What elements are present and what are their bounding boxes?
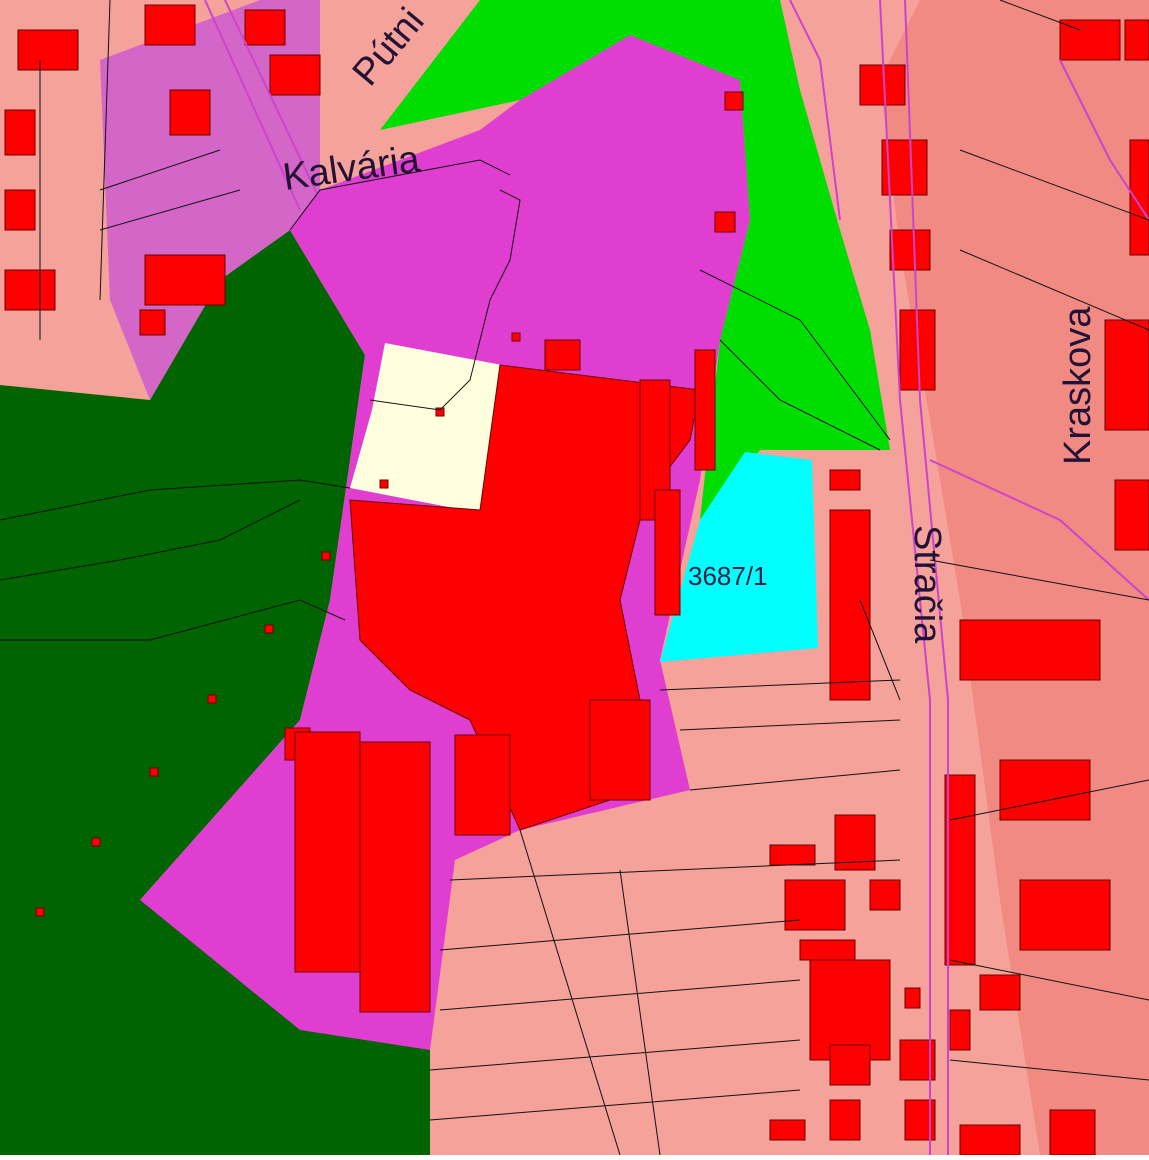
building[interactable]	[829, 469, 861, 491]
building[interactable]	[1049, 1109, 1096, 1156]
small-structure	[379, 479, 389, 489]
building[interactable]	[999, 759, 1091, 821]
building[interactable]	[169, 89, 211, 136]
building[interactable]	[769, 844, 816, 866]
building[interactable]	[904, 987, 921, 1009]
small-structure	[149, 767, 159, 777]
building[interactable]	[269, 54, 321, 96]
building[interactable]	[889, 229, 931, 271]
highlighted-parcel[interactable]	[660, 452, 818, 662]
small-structure	[207, 694, 217, 704]
building[interactable]	[784, 879, 846, 931]
forest-zone	[0, 230, 430, 1155]
street-label-stracia: Stračia	[906, 525, 948, 644]
building[interactable]	[144, 4, 196, 46]
small-structure	[35, 907, 45, 917]
building[interactable]	[959, 619, 1101, 681]
building[interactable]	[949, 1009, 971, 1051]
building[interactable]	[859, 64, 906, 106]
road-lines	[204, 0, 1149, 1155]
building[interactable]	[809, 959, 891, 1061]
building[interactable]	[979, 974, 1021, 1011]
small-structure	[321, 551, 331, 561]
building[interactable]	[454, 734, 511, 836]
building[interactable]	[769, 1119, 806, 1141]
building[interactable]	[1114, 479, 1149, 551]
residential-zone-dense	[880, 0, 1149, 1155]
building[interactable]	[544, 339, 581, 371]
building[interactable]	[359, 741, 431, 1013]
building[interactable]	[654, 489, 681, 616]
building[interactable]	[944, 774, 976, 966]
building[interactable]	[144, 254, 226, 306]
small-structure	[435, 407, 445, 417]
building[interactable]	[834, 814, 876, 871]
building[interactable]	[1124, 19, 1149, 61]
building[interactable]	[244, 9, 286, 46]
building[interactable]	[694, 349, 716, 471]
small-structure	[264, 624, 274, 634]
parcel-number-label: 3687/1	[688, 561, 768, 591]
building[interactable]	[869, 879, 901, 911]
greenery-zone	[380, 0, 890, 520]
building[interactable]	[4, 269, 56, 311]
building[interactable]	[799, 939, 856, 961]
building[interactable]	[829, 1099, 861, 1141]
building[interactable]	[829, 509, 871, 701]
small-structure	[511, 332, 521, 342]
building[interactable]	[724, 91, 744, 111]
building[interactable]	[139, 309, 166, 336]
building[interactable]	[1019, 879, 1111, 951]
building[interactable]	[17, 29, 79, 71]
small-structure	[91, 837, 101, 847]
building[interactable]	[1129, 139, 1149, 256]
building[interactable]	[714, 211, 736, 233]
buildings	[4, 4, 1149, 1156]
building[interactable]	[959, 1124, 1021, 1156]
building[interactable]	[829, 1044, 871, 1086]
street-label-kraskova: Kraskova	[1057, 306, 1099, 465]
building[interactable]	[4, 189, 36, 231]
building[interactable]	[294, 731, 361, 973]
building[interactable]	[4, 109, 36, 156]
building[interactable]	[1104, 319, 1149, 431]
building[interactable]	[589, 699, 651, 801]
